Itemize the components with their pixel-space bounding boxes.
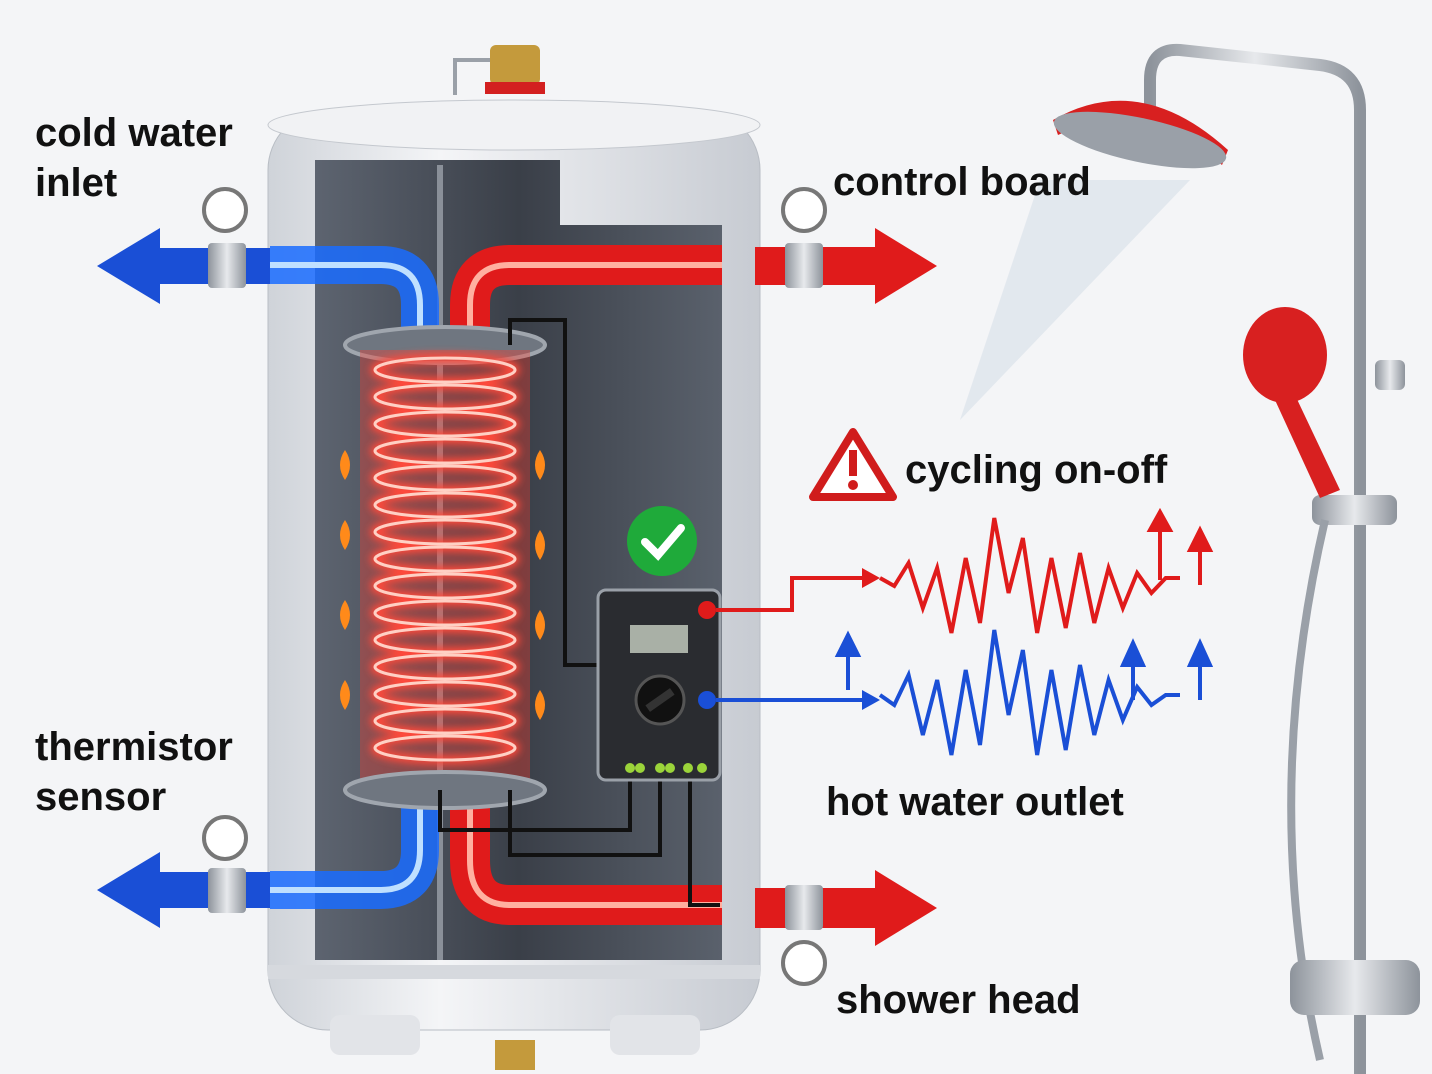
flames (340, 450, 545, 720)
label-cycling: cycling on-off (905, 448, 1168, 492)
coil-turn (373, 356, 517, 384)
coil-turn (373, 680, 517, 708)
flame-icon (535, 610, 545, 640)
cold-waveform (878, 629, 1180, 756)
coil-turn (373, 518, 517, 546)
flame-icon (535, 450, 545, 480)
label-hot-water-outlet: hot water outlet (826, 780, 1124, 824)
cold-pipes (270, 246, 439, 909)
coil-turn (373, 653, 517, 681)
water-spray (960, 180, 1190, 420)
label-shower-head: shower head (836, 978, 1081, 1022)
coil-turn (373, 572, 517, 600)
wires (438, 318, 720, 907)
shower (960, 43, 1420, 1074)
coil-turn (373, 545, 517, 573)
flame-icon (340, 600, 350, 630)
up-arrows-red (1146, 507, 1214, 585)
flame-icon (535, 530, 545, 560)
cold-inlet-arrow-bottom (97, 852, 270, 928)
hot-pipes (450, 245, 722, 925)
coil-turn (373, 599, 517, 627)
hot-signal-line (716, 576, 870, 612)
up-arrows-blue (834, 630, 1214, 700)
warning-triangle-icon (809, 428, 897, 501)
flame-icon (340, 680, 350, 710)
pressure-gauge-icon (202, 187, 827, 986)
cold-inlet-arrow-top (97, 228, 270, 304)
coil-turn (373, 626, 517, 654)
hot-outlet-arrow-top (755, 228, 937, 304)
label-cold-water-inlet-2: inlet (35, 161, 117, 205)
label-thermistor-1: thermistor (35, 725, 233, 769)
label-thermistor-2: sensor (35, 775, 166, 819)
flame-icon (340, 450, 350, 480)
heating-coil (343, 325, 547, 810)
coil-turn (373, 464, 517, 492)
check-circle-icon (627, 506, 697, 576)
hot-waveform (879, 517, 1180, 634)
flame-icon (535, 690, 545, 720)
coil-turn (373, 707, 517, 735)
coil-turn (373, 437, 517, 465)
coil-turn (373, 383, 517, 411)
coil-turn (373, 491, 517, 519)
flame-icon (340, 520, 350, 550)
coil-turn (373, 734, 517, 762)
top-valve (453, 45, 545, 95)
coil-turn (373, 410, 517, 438)
label-control-board: control board (833, 160, 1091, 204)
control-board (596, 588, 722, 782)
label-cold-water-inlet-1: cold water (35, 111, 233, 155)
hot-outlet-arrow-bottom (755, 870, 937, 946)
